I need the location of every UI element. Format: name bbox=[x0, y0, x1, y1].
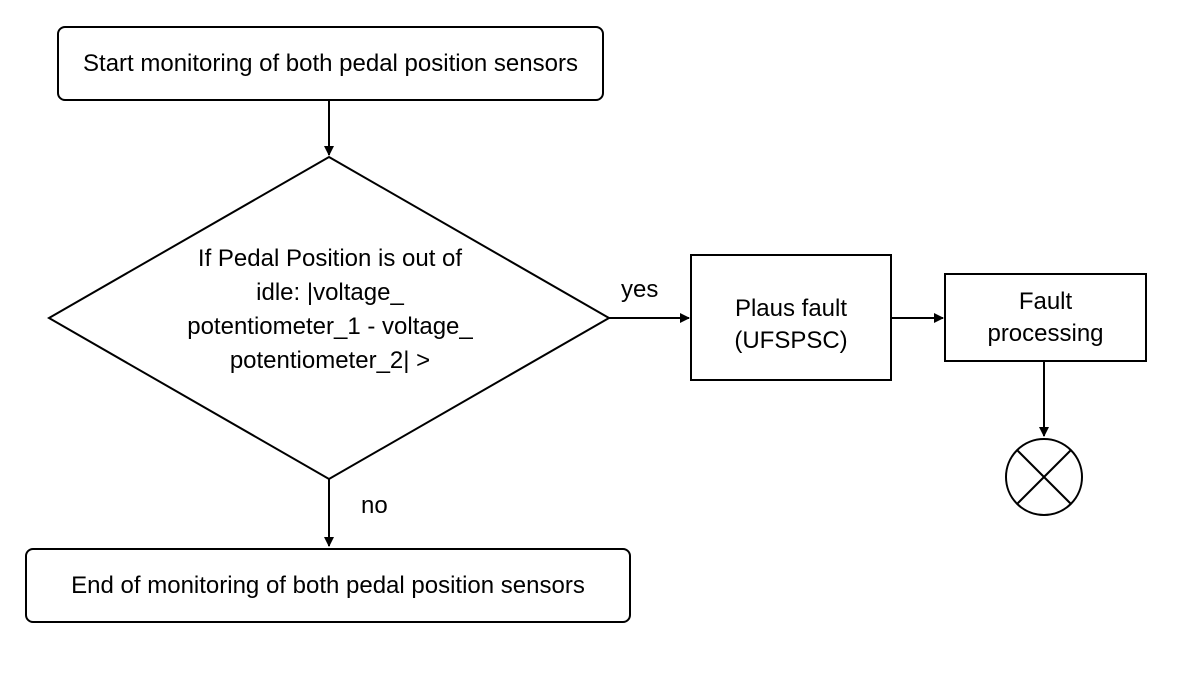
end-node-label: End of monitoring of both pedal position… bbox=[71, 571, 585, 599]
end-node: End of monitoring of both pedal position… bbox=[25, 548, 631, 623]
start-node: Start monitoring of both pedal position … bbox=[57, 26, 604, 101]
fault-processing-label-2: processing bbox=[987, 319, 1104, 347]
decision-line-1: If Pedal Position is out of bbox=[197, 245, 463, 272]
plaus-fault-label-1: Plaus fault bbox=[734, 295, 848, 323]
crossed-circle-icon bbox=[1005, 438, 1083, 516]
no-label: no bbox=[361, 492, 388, 519]
start-node-label: Start monitoring of both pedal position … bbox=[83, 49, 578, 77]
plaus-fault-node: Plaus fault (UFSPSC) bbox=[690, 254, 892, 381]
decision-line-2: idle: |voltage_ bbox=[256, 279, 404, 306]
fault-processing-label-1: Fault bbox=[1018, 288, 1073, 316]
yes-label: yes bbox=[621, 276, 659, 303]
fault-processing-node: Fault processing bbox=[944, 273, 1147, 362]
plaus-fault-label-2: (UFSPSC) bbox=[734, 326, 848, 354]
decision-line-4: potentiometer_2| > bbox=[229, 347, 431, 374]
decision-node-text: If Pedal Position is out of idle: |volta… bbox=[150, 242, 510, 378]
decision-line-3: potentiometer_1 - voltage_ bbox=[187, 313, 473, 340]
